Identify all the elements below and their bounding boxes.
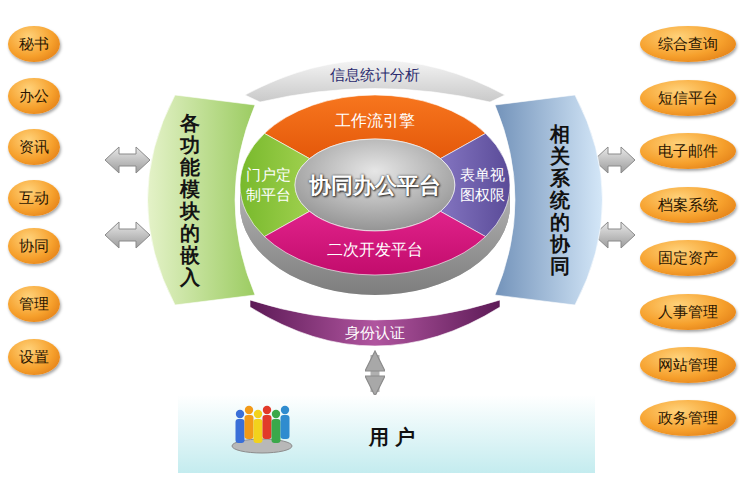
person-head: [281, 406, 289, 414]
system-pill: 政务管理: [640, 400, 736, 436]
node-label: 互动: [19, 189, 49, 208]
node-label: 政务管理: [658, 409, 718, 428]
node-label: 协同办公平台: [309, 171, 441, 201]
person-body: [272, 419, 281, 443]
person-head: [272, 410, 280, 418]
module-band: 各功能模块的嵌入: [120, 95, 257, 305]
node-label: 秘书: [19, 35, 49, 54]
system-band: 相关系统的协同: [493, 95, 630, 305]
auth-arc-outline: [250, 300, 500, 346]
module-pill: 资讯: [8, 129, 60, 165]
ring-base-bottom: [240, 115, 510, 295]
statistics-arc: 信息统计分析: [245, 25, 507, 103]
person-body: [254, 419, 263, 443]
node-label: 短信平台: [658, 89, 718, 108]
node-label: 信息统计分析: [330, 66, 420, 85]
ring-segment-outline: [264, 211, 485, 275]
center-ellipse: 协同办公平台: [295, 139, 455, 231]
node-label: 管理: [19, 295, 49, 314]
system-pill: 网站管理: [640, 347, 736, 383]
person-head: [236, 410, 244, 418]
node-label: 工作流引擎: [335, 111, 415, 132]
system-pill: 短信平台: [640, 80, 736, 116]
system-pill: 综合查询: [640, 26, 736, 62]
auth-arc: 身份认证: [250, 298, 500, 352]
module-pill: 互动: [8, 180, 60, 216]
module-pill: 设置: [8, 339, 60, 375]
user-panel-ground: [178, 395, 595, 473]
module-band-outline: [148, 95, 256, 305]
node-label: 办公: [19, 87, 49, 106]
node-label: 资讯: [19, 138, 49, 157]
node-label: 各功能模块的嵌入: [180, 112, 200, 288]
node-label: 相关系统的协同: [550, 123, 570, 277]
system-pill: 人事管理: [640, 294, 736, 330]
person-head: [263, 406, 271, 414]
person-head: [254, 410, 262, 418]
node-label: 网站管理: [658, 356, 718, 375]
double-arrow-connector: [371, 355, 380, 392]
node-label: 协同: [19, 237, 49, 256]
system-band-outline: [495, 95, 603, 305]
module-pill: 办公: [8, 78, 60, 114]
node-label: 二次开发平台: [327, 240, 423, 261]
person-head: [245, 406, 253, 414]
user-panel: 用 户: [178, 395, 595, 473]
node-label: 设置: [19, 348, 49, 367]
double-arrow: [105, 222, 150, 248]
node-label: 固定资产: [658, 249, 718, 268]
center-ellipse-outline: [295, 139, 455, 231]
person-body: [236, 419, 245, 443]
node-label: 档案系统: [658, 196, 718, 215]
node-label: 综合查询: [658, 35, 718, 54]
node-label: 人事管理: [658, 303, 718, 322]
node-label: 身份认证: [345, 324, 405, 343]
double-arrow: [105, 147, 150, 173]
node-label: 用 户: [369, 424, 416, 451]
person-body: [281, 415, 290, 439]
module-pill: 管理: [8, 286, 60, 322]
system-pill: 电子邮件: [640, 133, 736, 169]
module-pill: 协同: [8, 228, 60, 264]
system-pill: 固定资产: [640, 240, 736, 276]
person-body: [263, 415, 272, 439]
system-pill: 档案系统: [640, 187, 736, 223]
node-label: 门户定制平台: [246, 165, 291, 206]
statistics-arc-shape: [245, 25, 507, 103]
people-icon: [232, 406, 292, 453]
node-label: 表单视图权限: [460, 165, 505, 206]
ring-segment: 二次开发平台: [268, 210, 482, 275]
module-pill: 秘书: [8, 26, 60, 62]
person-body: [245, 415, 254, 439]
node-label: 电子邮件: [658, 142, 718, 161]
